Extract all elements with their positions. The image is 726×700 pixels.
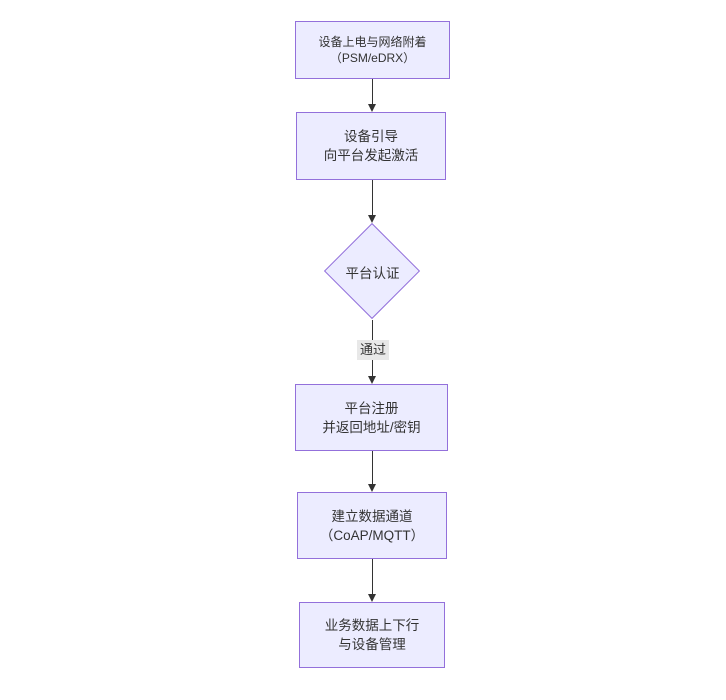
edge-line — [372, 180, 373, 217]
edge-register-to-channel — [368, 451, 377, 492]
edge-line — [372, 79, 373, 106]
node-text-line: 与设备管理 — [338, 637, 406, 652]
arrowhead-icon — [368, 594, 376, 602]
node-power-network-attach: 设备上电与网络附着 （PSM/eDRX） — [295, 21, 450, 79]
arrowhead-icon — [368, 376, 376, 384]
edge-bootstrap-to-auth — [368, 180, 377, 223]
node-business-data: 业务数据上下行 与设备管理 — [299, 602, 445, 668]
node-text-line: 业务数据上下行 — [324, 618, 420, 633]
node-text-line: 并返回地址/密钥 — [322, 419, 421, 435]
node-text-line: 平台注册 — [344, 400, 399, 416]
node-data-channel: 建立数据通道 （CoAP/MQTT） — [297, 492, 447, 559]
decision-text: 平台认证 — [345, 265, 400, 281]
node-platform-register: 平台注册 并返回地址/密钥 — [295, 384, 448, 451]
edge-channel-to-business — [368, 559, 377, 602]
arrowhead-icon — [368, 215, 376, 223]
node-text-line: （CoAP/MQTT） — [319, 527, 425, 543]
node-text-line: 设备引导 — [344, 129, 398, 144]
edge-attach-to-bootstrap — [368, 79, 377, 112]
node-text-line: （PSM/eDRX） — [329, 51, 416, 65]
edge-line — [372, 559, 373, 596]
edge-line — [372, 451, 373, 486]
arrowhead-icon — [368, 484, 376, 492]
edge-label-pass: 通过 — [356, 340, 390, 360]
node-text-line: 向平台发起激活 — [323, 148, 419, 163]
node-text-line: 建立数据通道 — [331, 508, 413, 524]
decision-platform-auth: 平台认证 — [323, 222, 422, 320]
arrowhead-icon — [368, 104, 376, 112]
node-device-bootstrap: 设备引导 向平台发起激活 — [296, 112, 446, 180]
node-text-line: 设备上电与网络附着 — [318, 35, 427, 49]
